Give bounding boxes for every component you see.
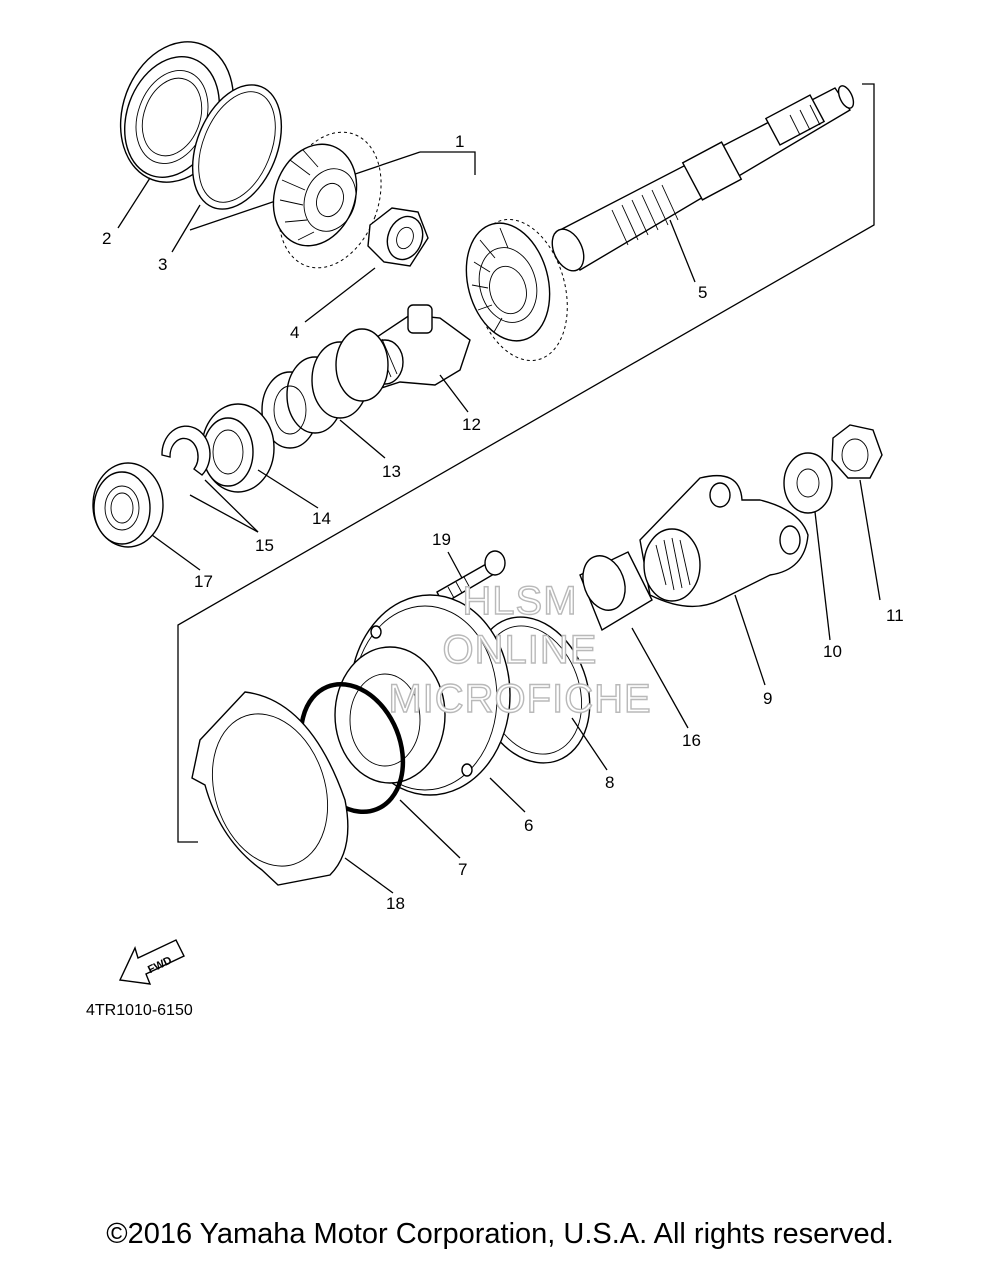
callout-14: 14 <box>312 509 331 528</box>
callout-4: 4 <box>290 323 299 342</box>
callout-12: 12 <box>462 415 481 434</box>
callout-3: 3 <box>158 255 167 274</box>
part-17-bearing <box>92 462 164 548</box>
watermark-line-3: MICROFICHE <box>388 677 651 721</box>
callout-7: 7 <box>458 860 467 879</box>
part-16-sleeve <box>579 551 653 632</box>
copyright-notice: ©2016 Yamaha Motor Corporation, U.S.A. A… <box>106 1218 894 1250</box>
drawing-code: 4TR1010-6150 <box>86 1002 193 1019</box>
callout-labels: 1 2 3 4 5 12 13 14 15 17 19 11 10 9 16 8… <box>102 132 904 913</box>
callout-1: 1 <box>455 132 464 151</box>
part-5-drive-shaft <box>551 85 855 272</box>
part-1-bevel-gear-right <box>465 218 568 362</box>
part-18-lock-plate <box>191 691 349 886</box>
callout-2: 2 <box>102 229 111 248</box>
callout-17: 17 <box>194 572 213 591</box>
callout-19: 19 <box>432 530 451 549</box>
part-10-washer <box>783 452 833 514</box>
watermark-line-2: ONLINE <box>443 628 598 672</box>
part-9-yoke <box>639 474 809 608</box>
part-1-pinion-gear-left <box>272 131 382 269</box>
callout-5: 5 <box>698 283 707 302</box>
callout-10: 10 <box>823 642 842 661</box>
callout-13: 13 <box>382 462 401 481</box>
callout-16: 16 <box>682 731 701 750</box>
watermark: HLSM ONLINE MICROFICHE <box>388 578 652 721</box>
callout-15: 15 <box>255 536 274 555</box>
callout-11: 11 <box>886 606 904 625</box>
callout-8: 8 <box>605 773 614 792</box>
callout-6: 6 <box>524 816 533 835</box>
fwd-arrow-icon: FWD <box>118 939 185 985</box>
callout-18: 18 <box>386 894 405 913</box>
part-3-shim <box>191 84 283 210</box>
part-11-nut <box>831 424 883 479</box>
leader-lines <box>117 177 881 894</box>
callout-9: 9 <box>763 689 772 708</box>
part-13-spring <box>261 328 389 449</box>
part-15-split-collar <box>161 425 211 476</box>
part-14-collar <box>201 403 275 493</box>
watermark-line-1: HLSM <box>462 579 577 623</box>
part-4-nut <box>367 207 429 267</box>
